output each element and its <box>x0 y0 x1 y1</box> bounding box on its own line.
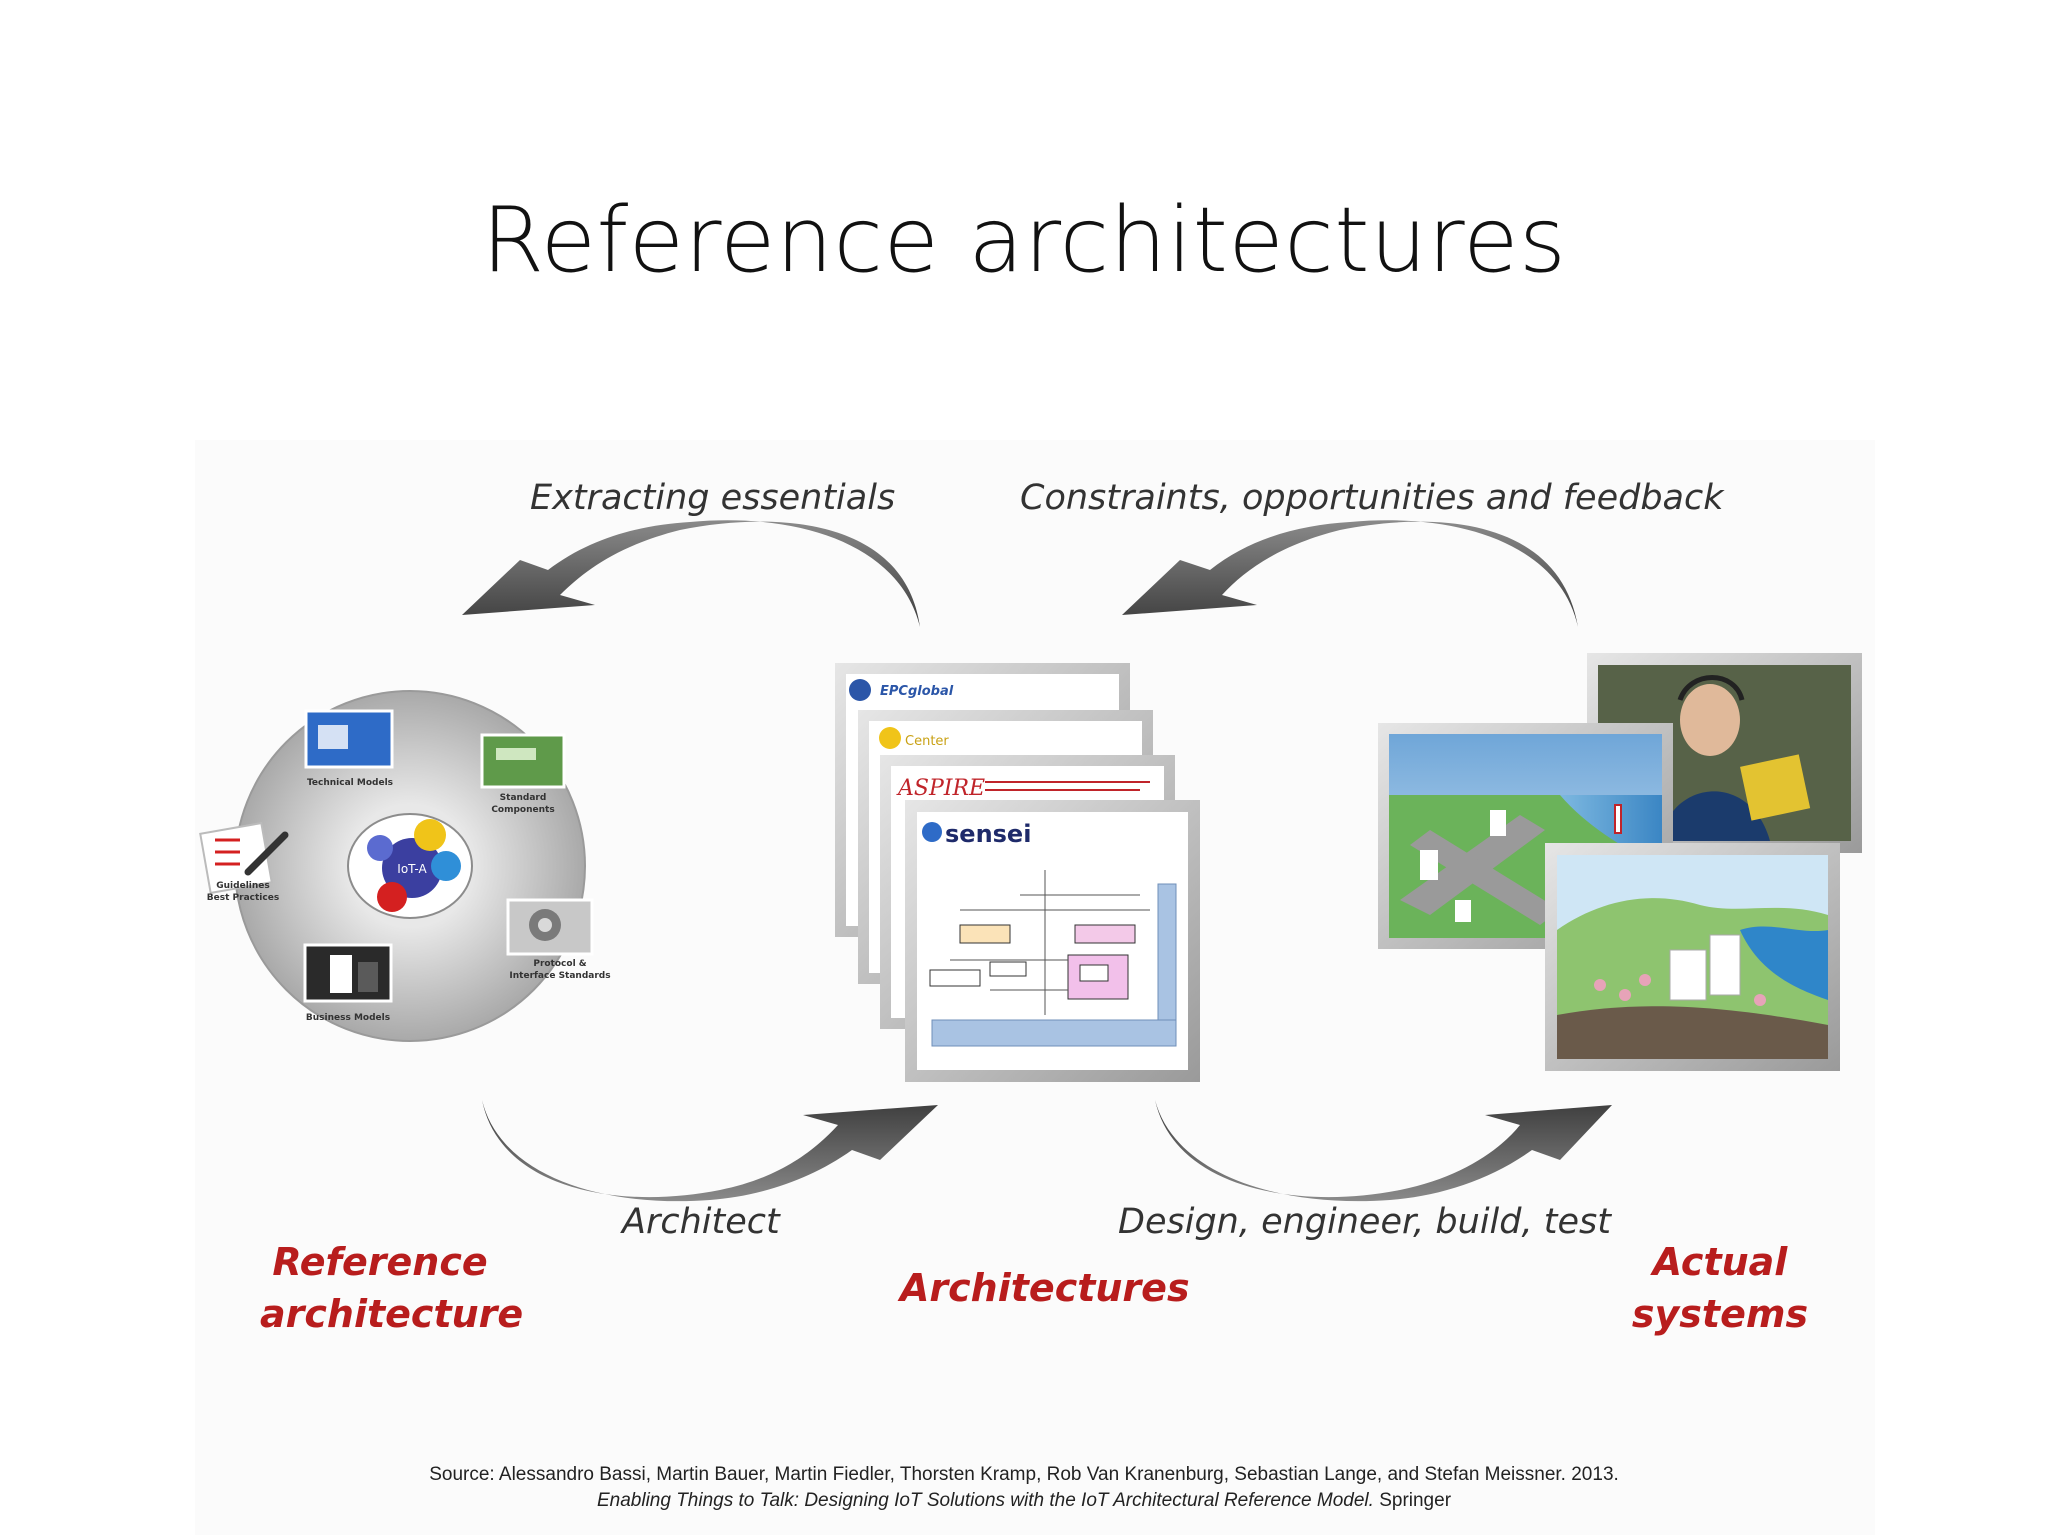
arrow-constraints-feedback <box>1122 520 1578 627</box>
wheel-label-standard-2: Components <box>491 805 554 815</box>
label-design-build: Design, engineer, build, test <box>1118 1202 1611 1242</box>
gear-icon <box>431 851 461 881</box>
frame-label-aspire: ASPIRE <box>896 776 985 801</box>
stage-actual-line2: systems <box>1631 1292 1809 1336</box>
wheel-label-business: Business Models <box>306 1013 390 1023</box>
wheel-label-standard-1: Standard <box>500 793 547 803</box>
source-citation: Source: Alessandro Bassi, Martin Bauer, … <box>0 1462 2048 1514</box>
stage-actual-line1: Actual <box>1652 1240 1788 1284</box>
gear-icon <box>377 882 407 912</box>
wheel-label-protocol-2: Interface Standards <box>509 971 610 981</box>
wheel-label-protocol-1: Protocol & <box>533 959 586 969</box>
source-book-line: Enabling Things to Talk: Designing IoT S… <box>0 1488 2048 1514</box>
slide-title: Reference architectures <box>481 188 1567 293</box>
gear-icon <box>367 835 393 861</box>
frame-label-epcglobal: EPCglobal <box>880 684 954 699</box>
architectures-stack: EPCglobal Center ASPIRE sensei <box>835 663 1200 1082</box>
label-extracting-essentials: Extracting essentials <box>530 478 896 518</box>
wheel-label-technical: Technical Models <box>307 778 393 788</box>
arrow-extracting-essentials <box>462 520 920 627</box>
frame-label-center: Center <box>905 734 949 749</box>
wheel-label-guidelines-2: Best Practices <box>207 893 279 903</box>
label-architect: Architect <box>622 1202 780 1242</box>
stage-reference-line2: architecture <box>260 1292 524 1336</box>
stage-actual-systems: Actual systems <box>1620 1236 1820 1340</box>
wheel-label-guidelines-1: Guidelines <box>216 881 269 891</box>
source-authors: Source: Alessandro Bassi, Martin Bauer, … <box>429 1464 1619 1485</box>
stage-architectures: Architectures <box>900 1266 1190 1310</box>
arrow-design-build <box>1155 1100 1612 1202</box>
reference-architecture-wheel: IoT-A Technical Models Standard Componen… <box>199 690 611 1042</box>
gear-icon <box>414 819 446 851</box>
stage-reference-line1: Reference <box>272 1240 488 1284</box>
stage-reference-architecture: Reference architecture <box>260 1236 524 1340</box>
source-book-title: Enabling Things to Talk: Designing IoT S… <box>596 1490 1374 1511</box>
source-publisher: Springer <box>1379 1490 1452 1511</box>
frame-label-sensei: sensei <box>945 820 1031 848</box>
label-constraints-feedback: Constraints, opportunities and feedback <box>1020 478 1724 518</box>
arrow-architect <box>482 1100 938 1202</box>
actual-systems-pictures <box>1378 653 1862 1071</box>
wheel-hub-label: IoT-A <box>397 862 427 876</box>
